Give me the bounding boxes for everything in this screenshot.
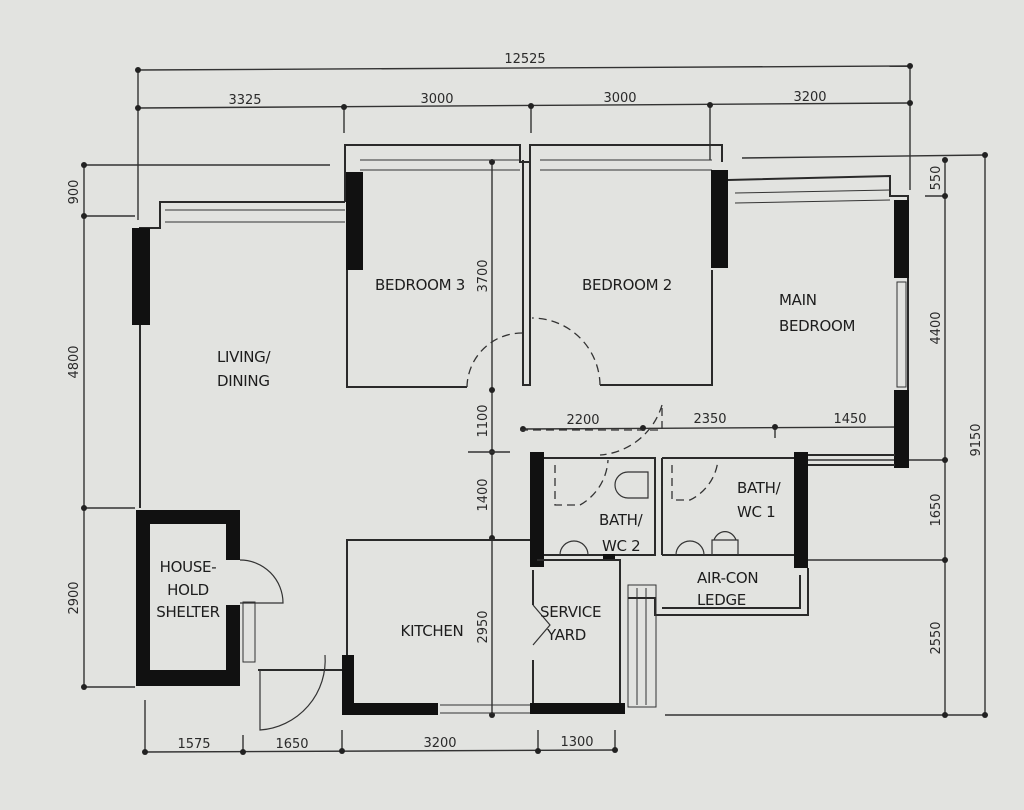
room-bath-wc-1: BATH/: [737, 479, 782, 497]
dim-label: 3000: [603, 91, 636, 106]
basin-icon: [675, 540, 705, 556]
room-service-yard: YARD: [546, 626, 586, 644]
room-bath-wc-1: WC 1: [737, 503, 775, 521]
dim-label: 2200: [566, 413, 599, 428]
dim-label: 3200: [423, 736, 456, 751]
room-bedroom-3: BEDROOM 3: [375, 276, 465, 294]
dim-label: 2950: [476, 610, 491, 643]
dim-label: 3700: [476, 259, 491, 292]
dim-label: 2350: [693, 412, 726, 427]
dimension-bottom: 1575 1650 3200 1300: [142, 700, 618, 755]
dim-label: 4800: [67, 345, 82, 378]
dimension-overall-width: 12525: [135, 52, 913, 220]
room-bath-wc-2: WC 2: [602, 537, 640, 555]
basin-icon: [559, 540, 589, 556]
dimension-corridor: 2200 2350 1450: [520, 412, 901, 438]
room-aircon-ledge: AIR-CON: [697, 569, 758, 587]
dim-label: 4400: [929, 311, 944, 344]
room-household-shelter: SHELTER: [156, 603, 220, 621]
dim-label: 1650: [275, 737, 308, 752]
fixtures: [559, 471, 739, 556]
dim-label: 1300: [560, 735, 593, 750]
room-aircon-ledge: LEDGE: [697, 591, 746, 609]
room-service-yard: SERVICE: [540, 603, 601, 621]
dimension-left: 900 4800 2900: [67, 162, 330, 690]
dim-label: 550: [929, 166, 944, 191]
dimension-right: 550 4400 1650 2550 9150: [665, 152, 988, 718]
room-living-dining: DINING: [217, 372, 270, 390]
dim-label: 1650: [929, 493, 944, 526]
dim-label: 1450: [833, 412, 866, 427]
room-kitchen: KITCHEN: [401, 622, 464, 640]
doors: [239, 317, 719, 731]
room-main-bedroom: MAIN: [779, 291, 817, 309]
room-bedroom-2: BEDROOM 2: [582, 276, 672, 294]
dim-label: 1100: [476, 404, 491, 437]
toilet-icon: [711, 531, 739, 555]
dimension-top-row: 3325 3000 3000 3200: [135, 90, 913, 160]
dim-label: 2550: [929, 621, 944, 654]
dim-label: 1400: [476, 478, 491, 511]
dim-label: 3000: [420, 92, 453, 107]
toilet-icon: [614, 471, 649, 499]
room-main-bedroom: BEDROOM: [779, 317, 855, 335]
dim-label: 3200: [793, 90, 826, 105]
room-household-shelter: HOLD: [167, 581, 209, 599]
dim-label: 9150: [969, 423, 984, 456]
dim-label: 900: [67, 180, 82, 205]
room-bath-wc-2: BATH/: [599, 511, 644, 529]
room-living-dining: LIVING/: [217, 348, 272, 366]
dimension-inner-vertical: 3700 1100 1400 2950: [468, 159, 510, 718]
walls: [132, 144, 909, 715]
dim-label: 3325: [228, 93, 261, 108]
dim-label: 1575: [177, 737, 210, 752]
dim-label: 12525: [504, 52, 545, 67]
room-household-shelter: HOUSE-: [160, 558, 217, 576]
dim-label: 2900: [67, 581, 82, 614]
room-labels: BEDROOM 3 BEDROOM 2 MAIN BEDROOM LIVING/…: [156, 276, 855, 644]
